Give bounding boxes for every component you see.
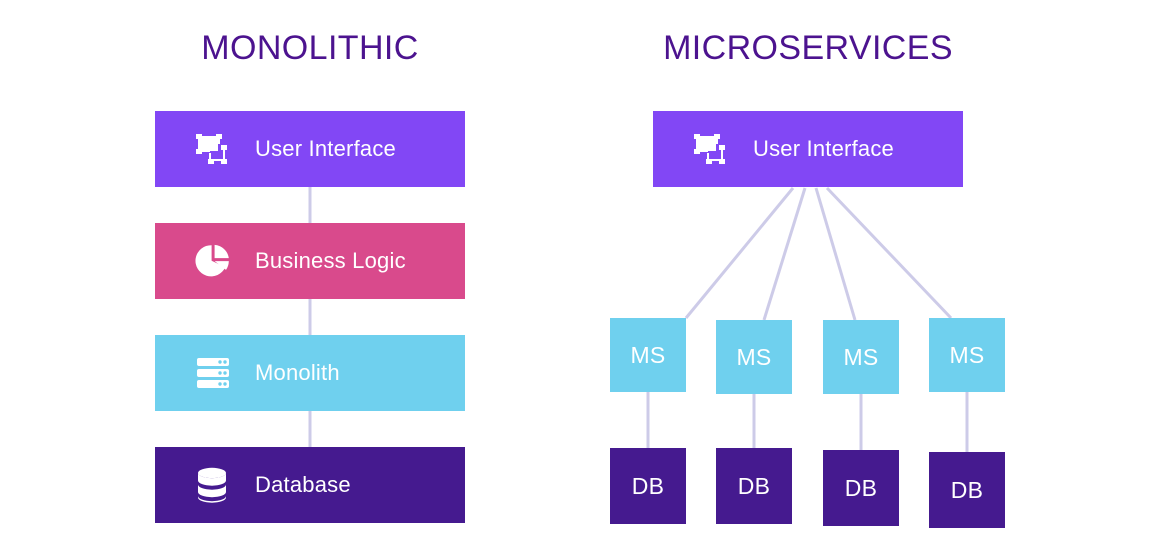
monolith-layer-user-interface[interactable]: User Interface	[155, 111, 465, 187]
display-monitor-icon	[195, 133, 241, 165]
monolith-layer-database[interactable]: Database	[155, 447, 465, 523]
connector-ms-ui-service-3	[814, 187, 857, 321]
database-label: DB	[631, 472, 665, 499]
layer-label: Database	[255, 472, 351, 497]
microservice-box-2[interactable]: MS	[716, 320, 792, 394]
layer-label: Business Logic	[255, 248, 406, 273]
layer-label: User Interface	[753, 136, 894, 161]
microservices-user-interface-bar[interactable]: User Interface	[653, 111, 963, 187]
database-box-2[interactable]: DB	[716, 448, 792, 524]
database-label: DB	[844, 474, 878, 501]
panel-title-monolithic: MONOLITHIC	[201, 29, 419, 67]
microservice-box-3[interactable]: MS	[823, 320, 899, 394]
layer-label: Monolith	[255, 360, 340, 385]
database-cylinder-icon	[195, 467, 241, 503]
pie-chart-icon	[195, 243, 241, 279]
panel-title-microservices: MICROSERVICES	[663, 29, 953, 67]
microservice-box-4[interactable]: MS	[929, 318, 1005, 392]
database-box-4[interactable]: DB	[929, 452, 1005, 528]
microservice-label: MS	[630, 341, 666, 368]
microservice-label: MS	[736, 343, 772, 370]
monolith-layer-business-logic[interactable]: Business Logic	[155, 223, 465, 299]
database-label: DB	[737, 472, 771, 499]
monolith-layer-monolith[interactable]: Monolith	[155, 335, 465, 411]
database-label: DB	[950, 476, 984, 503]
microservice-label: MS	[843, 343, 879, 370]
server-rack-icon	[195, 357, 241, 389]
microservice-label: MS	[949, 341, 985, 368]
microservice-box-1[interactable]: MS	[610, 318, 686, 392]
layer-label: User Interface	[255, 136, 396, 161]
connector-ms-ui-service-2	[762, 187, 807, 321]
connector-ms-ui-service-1	[684, 187, 795, 319]
connector-ms-ui-service-4	[825, 186, 953, 320]
display-monitor-icon	[693, 133, 739, 165]
database-box-3[interactable]: DB	[823, 450, 899, 526]
database-box-1[interactable]: DB	[610, 448, 686, 524]
